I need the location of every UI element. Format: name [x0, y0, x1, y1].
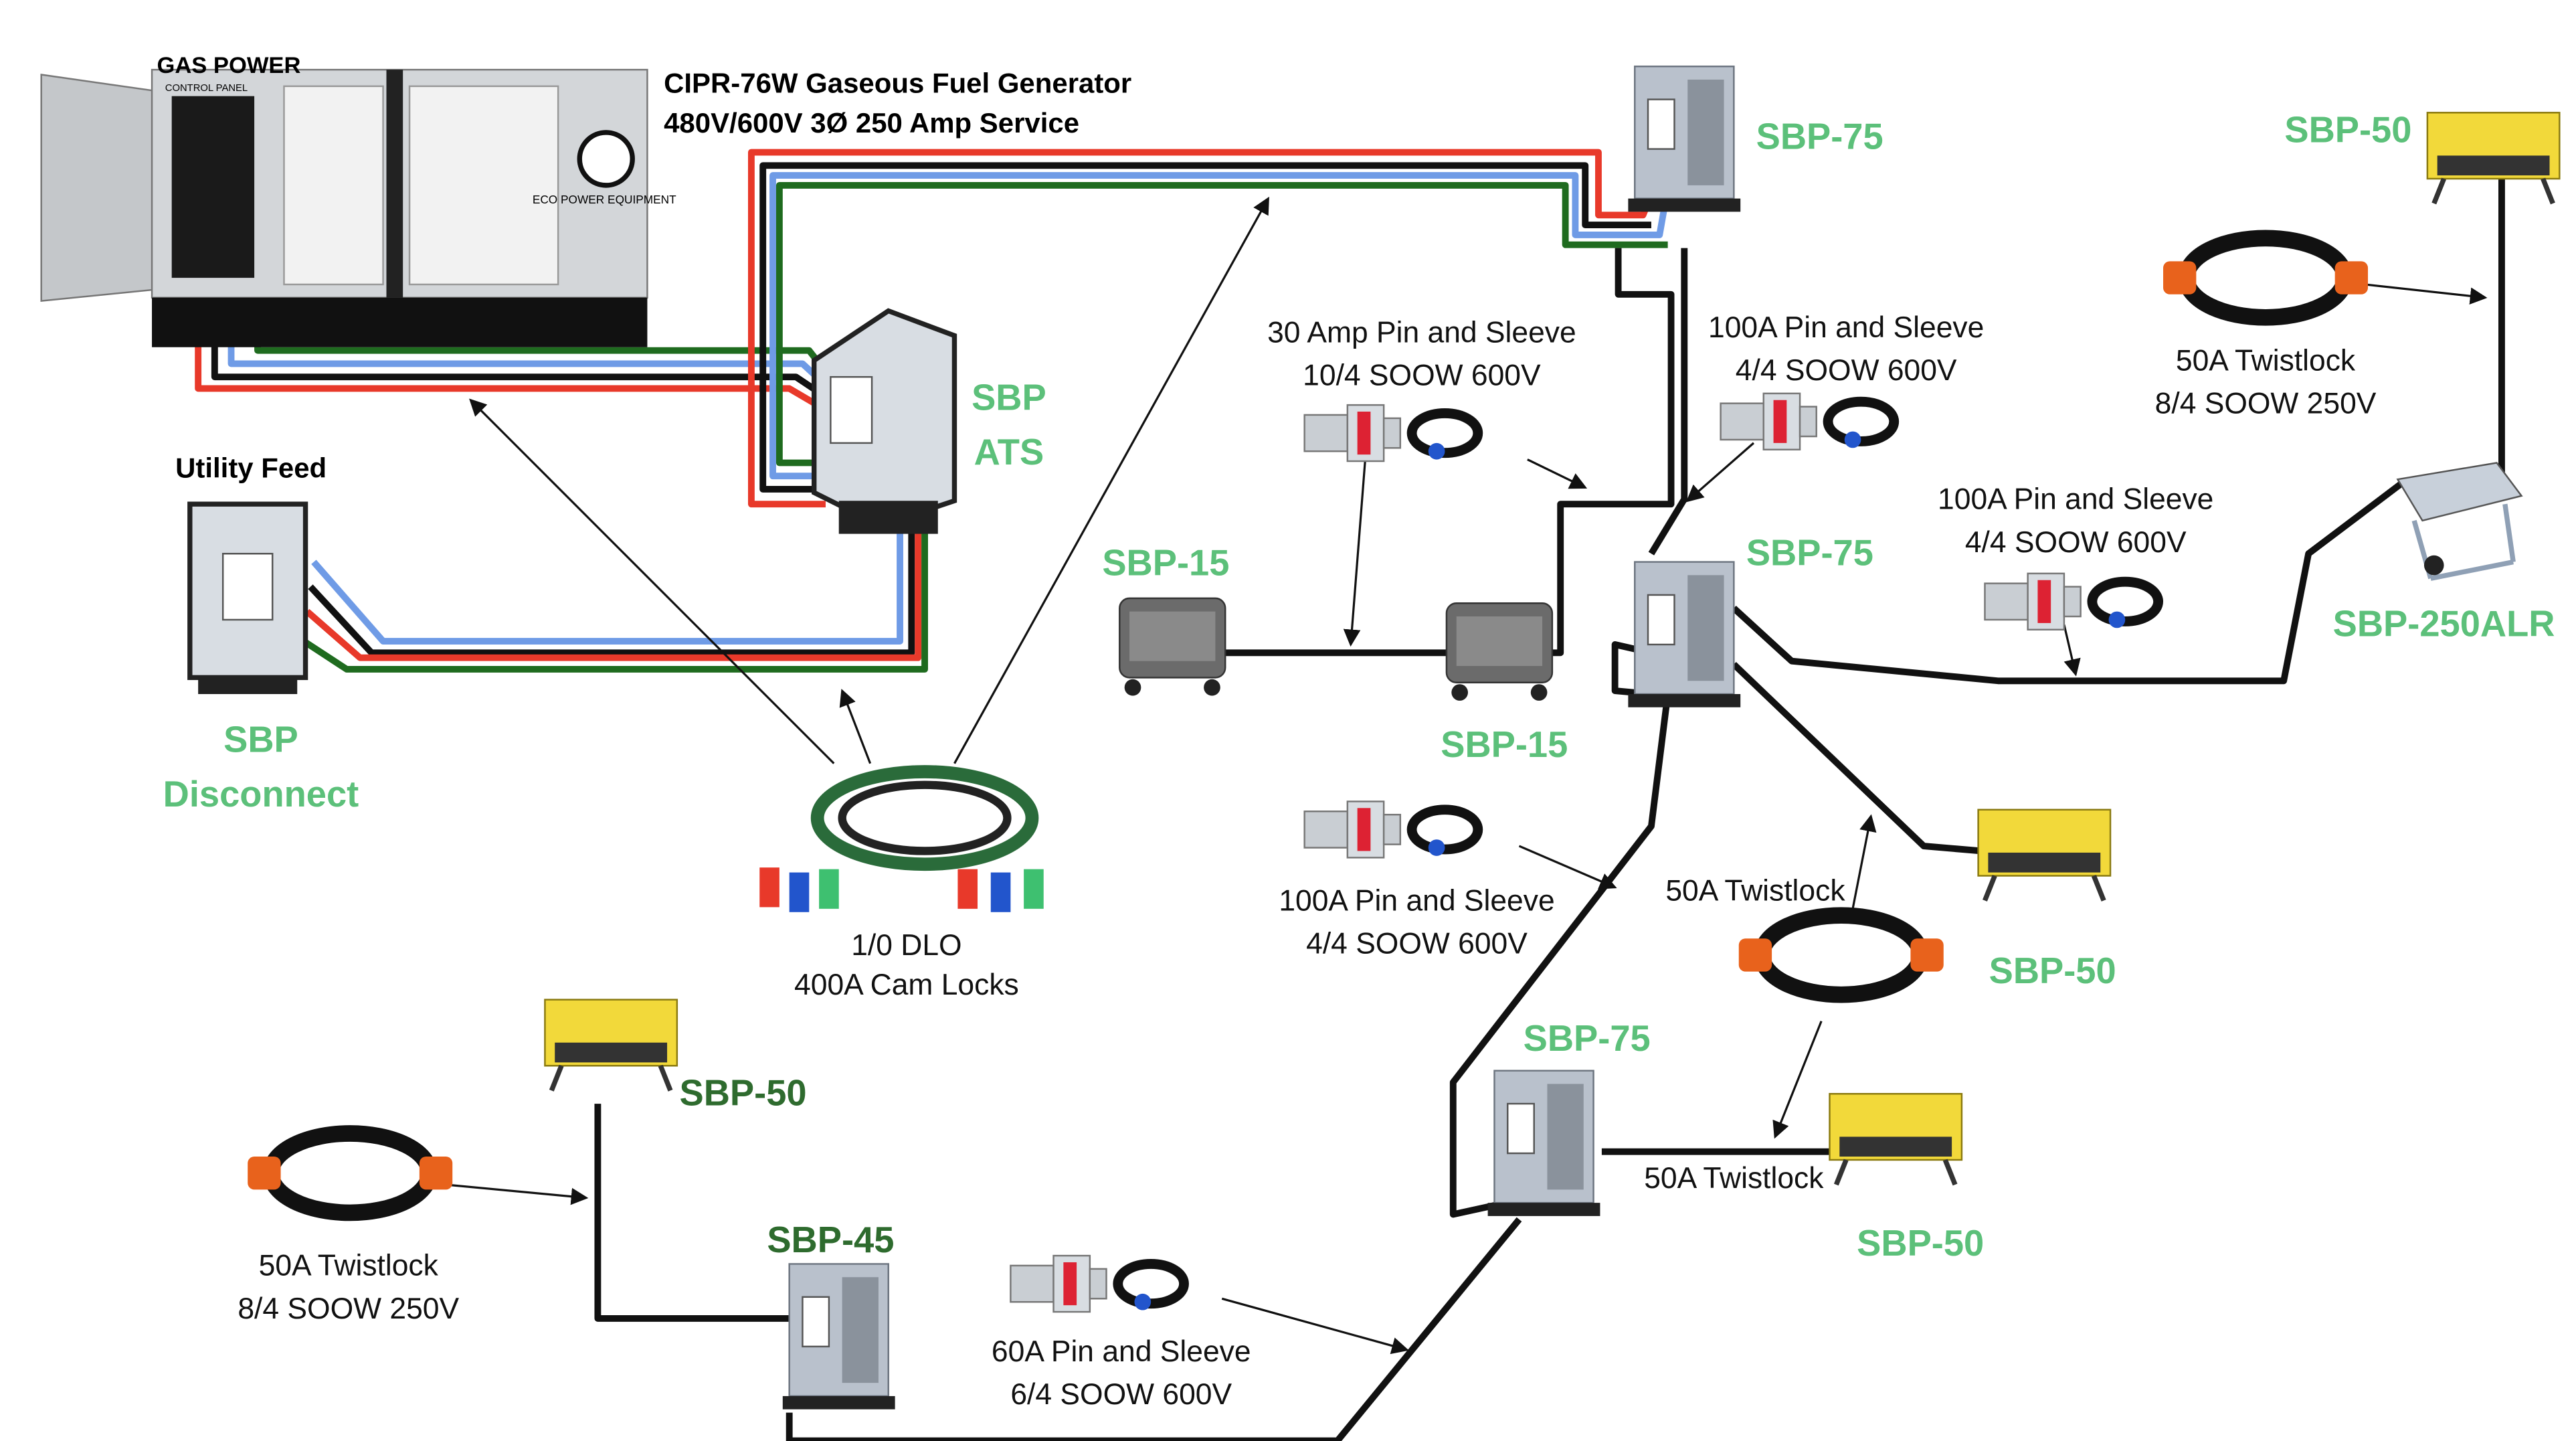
sbp75-top-image	[1627, 65, 1742, 213]
ats-tag-line1: SBP	[972, 377, 1046, 418]
sbp45-tag: SBP-45	[767, 1219, 894, 1260]
generator-title: CIPR-76W Gaseous Fuel Generator	[664, 68, 1131, 99]
sbp50-low-image	[1829, 1094, 1961, 1185]
dlo-label-line2: 400A Cam Locks	[794, 968, 1019, 1001]
pin100-right-label-line2: 4/4 SOOW 600V	[1965, 526, 2187, 559]
sbp75-mid-tag: SBP-75	[1746, 533, 1873, 574]
twist-left-cable-image	[248, 1133, 452, 1212]
sbp45-image	[781, 1263, 896, 1410]
pin60-label-line1: 60A Pin and Sleeve	[992, 1335, 1251, 1368]
utility-feed-label: Utility Feed	[175, 452, 327, 484]
twist-mid-label: 50A Twistlock	[1665, 875, 1845, 908]
disconnect-image	[187, 501, 308, 695]
disconnect-tag-line1: SBP	[223, 719, 298, 760]
twist-mid-cable-image	[1739, 916, 1944, 995]
pin30-label-line2: 10/4 SOOW 600V	[1303, 359, 1541, 392]
dlo-label-line1: 1/0 DLO	[851, 929, 961, 962]
sbp75-top-tag: SBP-75	[1756, 116, 1883, 157]
pin100-right-label-line1: 100A Pin and Sleeve	[1938, 483, 2213, 516]
twist-left-label-line2: 8/4 SOOW 250V	[238, 1292, 459, 1325]
pin100-top-label-line1: 100A Pin and Sleeve	[1708, 311, 1984, 344]
sbp50-left-tag: SBP-50	[680, 1073, 807, 1114]
pin60-label-line2: 6/4 SOOW 600V	[1010, 1378, 1232, 1411]
sbp15-right-image	[1445, 602, 1554, 702]
pin100-right-cable-image	[1985, 574, 2158, 630]
sbp50-mid-right-tag: SBP-50	[1989, 950, 2116, 991]
twist-left-label-line1: 50A Twistlock	[259, 1250, 439, 1282]
pin100-mid-label-line2: 4/4 SOOW 600V	[1306, 927, 1528, 960]
generator-image: GAS POWER CONTROL PANEL ECO POWER EQUIPM…	[40, 53, 676, 347]
control-panel-label: CONTROL PANEL	[165, 83, 248, 94]
generator-brand: GAS POWER	[157, 53, 300, 78]
pin30-label-line1: 30 Amp Pin and Sleeve	[1267, 316, 1576, 349]
dlo-cable-image	[759, 765, 1044, 912]
sbp15-left-tag: SBP-15	[1102, 542, 1229, 583]
sbp50-top-right-image	[2427, 112, 2559, 203]
disconnect-tag-line2: Disconnect	[163, 774, 359, 815]
sbp75-mid-image	[1627, 561, 1742, 708]
sbp75-low-tag: SBP-75	[1524, 1018, 1651, 1059]
sbp50-mid-right-image	[1979, 810, 2110, 901]
sbp250alr-image	[2396, 462, 2523, 581]
pin100-top-label-line2: 4/4 SOOW 600V	[1736, 354, 1957, 387]
twist-top-cable-image	[2163, 238, 2368, 317]
pin100-mid-label-line1: 100A Pin and Sleeve	[1279, 884, 1554, 917]
ats-tag-line2: ATS	[974, 432, 1044, 473]
sbp50-left-image	[545, 1000, 676, 1091]
sbp250alr-tag: SBP-250ALR	[2333, 604, 2555, 645]
sbp15-left-image	[1119, 597, 1226, 697]
twist-low-label: 50A Twistlock	[1644, 1162, 1824, 1195]
ats-to-sbp75-wires	[747, 149, 1668, 508]
sbp50-low-tag: SBP-50	[1857, 1223, 1984, 1264]
sbp50-top-right-tag: SBP-50	[2284, 110, 2411, 151]
twist-top-label-line1: 50A Twistlock	[2176, 344, 2356, 377]
eco-power-logo: ECO POWER EQUIPMENT	[533, 193, 676, 206]
annotation-arrows	[446, 196, 2488, 1355]
twist-top-label-line2: 8/4 SOOW 250V	[2155, 387, 2377, 420]
pin60-cable-image	[1010, 1256, 1184, 1312]
sbp15-right-tag: SBP-15	[1441, 724, 1568, 765]
generator-subtitle: 480V/600V 3Ø 250 Amp Service	[664, 107, 1079, 139]
pin100-top-cable-image	[1721, 394, 1894, 450]
sbp75-low-image	[1487, 1070, 1601, 1217]
pin30-cable-image	[1305, 405, 1478, 461]
pin100-mid-cable-image	[1305, 801, 1478, 857]
ats-image	[811, 308, 957, 534]
